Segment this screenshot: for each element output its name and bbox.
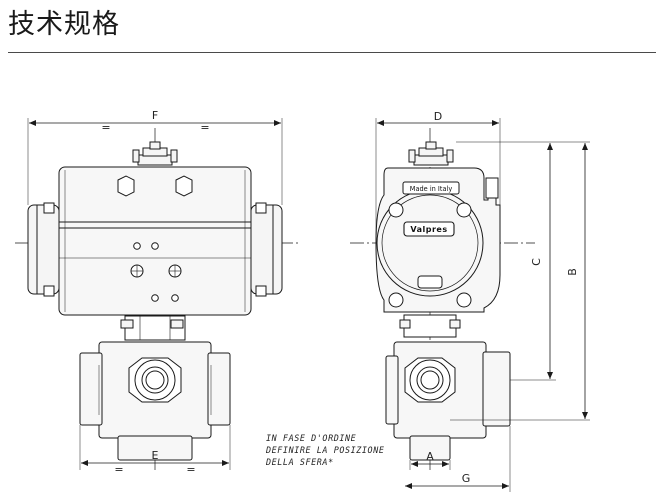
side-top-indicator [408, 141, 454, 166]
front-right-endcap [250, 202, 283, 297]
front-valve-body [79, 341, 231, 461]
dimension-label-c: C [530, 258, 543, 266]
dimension-label-g: G [462, 472, 471, 485]
dimension-label-a: A [426, 450, 434, 463]
side-valve-body [385, 341, 511, 461]
side-actuator-body [375, 167, 501, 313]
dimension-label-d: D [434, 110, 442, 123]
brand-logo-text: Valpres [410, 225, 447, 234]
title-divider [8, 52, 656, 53]
front-top-indicator [132, 141, 178, 166]
page-title: 技术规格 [8, 9, 120, 40]
side-view [350, 128, 535, 470]
order-note-line-1: IN FASE D'ORDINE [266, 433, 357, 443]
front-actuator-body [58, 166, 252, 316]
order-note-line-2: DEFINIRE LA POSIZIONE [265, 445, 385, 455]
equal-mark-f-right: = [200, 121, 209, 134]
dimension-label-f: F [152, 109, 158, 122]
equal-mark-f-left: = [101, 121, 110, 134]
nameplate-text: Made in Italy [410, 185, 453, 193]
dimension-label-e: E [152, 449, 159, 462]
side-mounting-bracket [399, 314, 461, 338]
front-left-endcap [27, 202, 60, 297]
front-mounting-bracket [120, 315, 186, 341]
dimension-label-b: B [566, 268, 579, 276]
order-note-line-3: DELLA SFERA* [265, 457, 334, 467]
dimension-lines [27, 118, 590, 492]
front-view [15, 128, 300, 470]
equal-mark-e-right: = [186, 463, 195, 476]
equal-mark-e-left: = [114, 463, 123, 476]
